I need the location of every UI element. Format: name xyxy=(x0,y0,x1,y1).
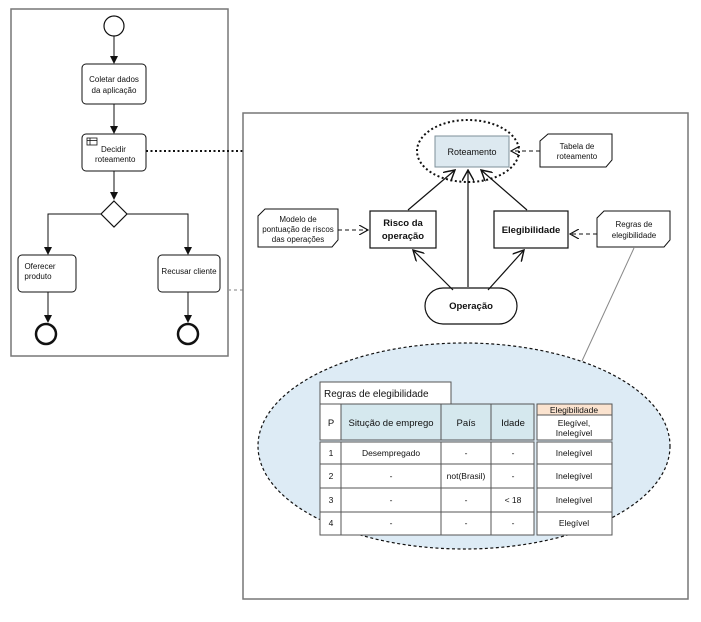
row-1-employment: Desempregado xyxy=(362,448,420,458)
eligibility-rules-label-2: elegibilidade xyxy=(612,231,657,240)
table-row-1: 1 Desempregado - - Inelegível xyxy=(319,441,613,465)
row-3-employment: - xyxy=(390,495,393,505)
routing-label: Roteamento xyxy=(447,147,496,157)
row-1-result: Inelegível xyxy=(556,448,592,458)
header-output: Elegibilidade xyxy=(550,405,598,415)
task-collect-label-1: Coletar dados xyxy=(89,75,139,84)
row-2-employment: - xyxy=(390,471,393,481)
task-collect-data[interactable]: Coletar dados da aplicação xyxy=(81,63,147,105)
decision-eligibility[interactable]: Elegibilidade xyxy=(493,210,569,249)
operation-label: Operação xyxy=(449,301,493,312)
header-employment: Situção de emprego xyxy=(348,418,433,429)
task-refuse-label: Recusar cliente xyxy=(161,267,217,276)
header-age: Idade xyxy=(501,418,525,429)
row-1-p: 1 xyxy=(329,448,334,458)
decision-risk[interactable]: Risco da operação xyxy=(369,210,437,249)
task-decide-routing[interactable]: Decidir roteamento xyxy=(81,133,147,172)
knowledge-risk-model[interactable]: Modelo de pontuação de riscos das operaç… xyxy=(257,208,339,248)
eligibility-rules-table: Regras de elegibilidade P Situção de emp… xyxy=(319,381,613,536)
risk-model-label-2: pontuação de riscos xyxy=(262,225,334,234)
row-2-age: - xyxy=(512,471,515,481)
row-4-employment: - xyxy=(390,518,393,528)
row-2-country: not(Brasil) xyxy=(447,471,486,481)
row-2-p: 2 xyxy=(329,471,334,481)
task-decide-label-2: roteamento xyxy=(95,155,136,164)
risk-model-label-1: Modelo de xyxy=(279,215,317,224)
table-icon xyxy=(86,137,98,146)
input-operation[interactable]: Operação xyxy=(424,287,518,325)
task-collect-label-2: da aplicação xyxy=(92,86,137,95)
process-panel: Coletar dados da aplicação Decidir rotea… xyxy=(10,8,229,357)
risk-label-2: operação xyxy=(382,231,424,242)
end-event-refuse xyxy=(176,322,200,346)
output-values-1: Elegível, xyxy=(558,418,591,428)
output-values-2: Inelegível xyxy=(556,428,592,438)
risk-label-1: Risco da xyxy=(383,218,423,229)
knowledge-eligibility-rules[interactable]: Regras de elegibilidade xyxy=(596,210,671,248)
gateway-diamond xyxy=(100,200,128,228)
callout-line xyxy=(581,247,635,362)
decision-routing[interactable]: Roteamento xyxy=(434,135,510,168)
task-offer-product[interactable]: Oferecer produto xyxy=(17,254,77,293)
rules-table-title: Regras de elegibilidade xyxy=(324,389,429,400)
row-2-result: Inelegível xyxy=(556,471,592,481)
row-3-p: 3 xyxy=(329,495,334,505)
header-country: País xyxy=(456,418,475,429)
row-3-country: - xyxy=(465,495,468,505)
row-4-result: Elegível xyxy=(559,518,589,528)
row-4-p: 4 xyxy=(329,518,334,528)
table-row-3: 3 - - < 18 Inelegível xyxy=(319,487,613,513)
row-3-age: < 18 xyxy=(505,495,522,505)
task-offer-label-1: Oferecer xyxy=(24,262,55,271)
end-event-offer xyxy=(34,322,58,346)
decision-panel: Roteamento Tabela de roteamento Risco da… xyxy=(242,112,689,600)
task-refuse-client[interactable]: Recusar cliente xyxy=(157,254,221,293)
header-p: P xyxy=(328,418,334,429)
table-row-4: 4 - - - Elegível xyxy=(319,511,613,536)
routing-table-label-2: roteamento xyxy=(557,152,598,161)
row-3-result: Inelegível xyxy=(556,495,592,505)
task-decide-label-1: Decidir xyxy=(101,145,126,154)
knowledge-routing-table[interactable]: Tabela de roteamento xyxy=(539,133,613,168)
task-offer-label-2: produto xyxy=(24,272,52,281)
row-1-age: - xyxy=(512,448,515,458)
routing-table-label-1: Tabela de xyxy=(560,142,595,151)
table-row-2: 2 - not(Brasil) - Inelegível xyxy=(319,463,613,489)
eligibility-label: Elegibilidade xyxy=(502,225,561,236)
row-4-country: - xyxy=(465,518,468,528)
risk-model-label-3: das operações xyxy=(272,235,324,244)
start-event xyxy=(103,15,125,37)
eligibility-rules-label-1: Regras de xyxy=(616,220,653,229)
row-4-age: - xyxy=(512,518,515,528)
row-1-country: - xyxy=(465,448,468,458)
